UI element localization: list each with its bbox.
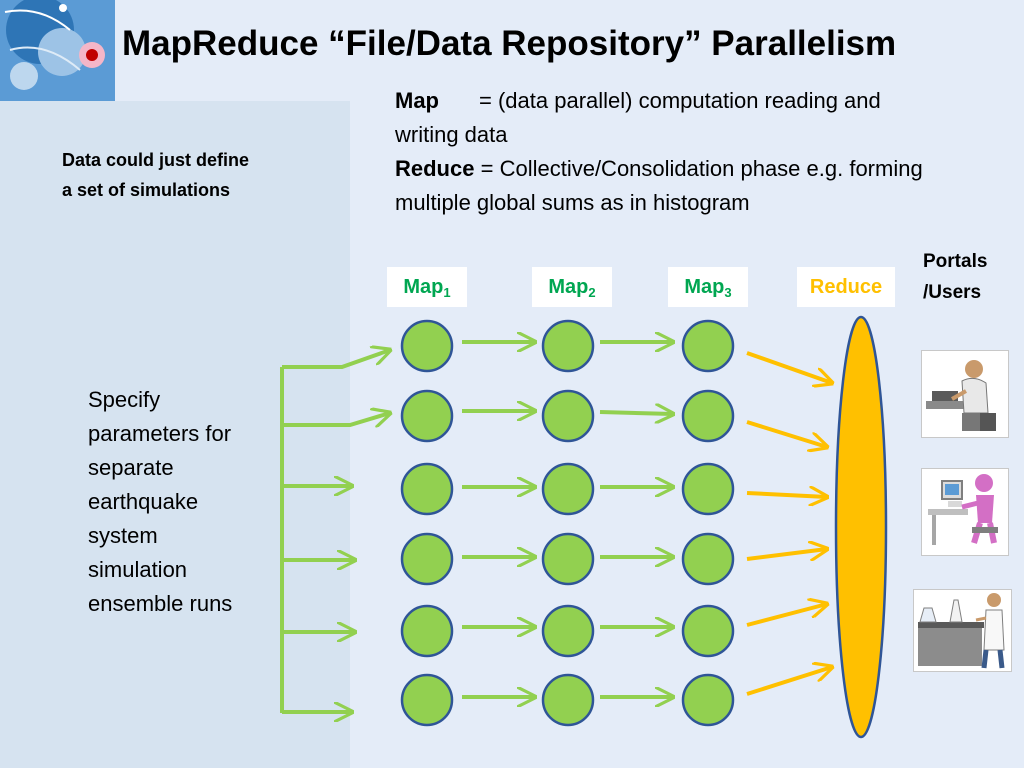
scientist-at-bench-icon (913, 589, 1012, 672)
map3-to-reduce-arrow (746, 604, 827, 627)
specify-line: separate (88, 455, 174, 480)
input-arrow-1 (282, 350, 390, 369)
map3-label-subscript: 3 (724, 285, 732, 300)
specify-line: simulation (88, 557, 188, 582)
map3-label-text: Map (684, 276, 725, 298)
map1-node (400, 532, 454, 586)
reduce-stage-label: Reduce (797, 267, 895, 307)
map2-stage-label: Map2 (532, 267, 612, 307)
map-definition-text: = (data parallel) computation reading an… (479, 88, 881, 113)
specify-line: parameters for (88, 421, 232, 446)
map2-node (541, 389, 595, 443)
map1-node (400, 673, 454, 727)
users-line: /Users (923, 282, 982, 303)
user-at-computer-icon (921, 468, 1009, 556)
slide-title: MapReduce “File/Data Repository” Paralle… (122, 24, 897, 63)
map3-to-reduce-arrow (746, 420, 827, 447)
map1-node (400, 604, 454, 658)
logo-globe-icon (0, 0, 115, 101)
map2-node (541, 532, 595, 586)
map1-stage-label: Map1 (387, 267, 467, 307)
map1-node (400, 389, 454, 443)
portals-users-label: Portals /Users (923, 246, 987, 308)
map3-to-reduce-arrow (746, 667, 832, 696)
map3-node (681, 532, 735, 586)
map2-node (541, 604, 595, 658)
map2-node (541, 673, 595, 727)
specify-parameters-note: Specify parameters for separate earthqua… (88, 383, 288, 621)
specify-line: system (88, 523, 158, 548)
simulations-note-line: Data could just define (62, 150, 250, 170)
map1-node (400, 462, 454, 516)
map3-to-reduce-arrow (746, 351, 832, 383)
reduce-term: Reduce (395, 156, 475, 181)
map-definition-continued: writing data (395, 122, 508, 147)
map2-label-text: Map (548, 276, 589, 298)
map2-node (541, 319, 595, 373)
map3-to-reduce-arrow (746, 549, 827, 559)
simulations-note: Data could just define a set of simulati… (62, 145, 249, 205)
reduce-node (834, 315, 888, 739)
map3-node (681, 319, 735, 373)
map-term: Map (395, 88, 439, 113)
portals-line: Portals (923, 251, 988, 272)
reduce-definition: Reduce = Collective/Consolidation phase … (395, 152, 1020, 186)
map2-label-subscript: 2 (588, 285, 596, 300)
map3-stage-label: Map3 (668, 267, 748, 307)
map1-label-text: Map (403, 276, 444, 298)
map2-to-map3-arrow (599, 412, 673, 414)
map-definition: Map = (data parallel) computation reading… (395, 84, 1020, 118)
specify-line: Specify (88, 387, 161, 412)
input-arrow-2 (282, 413, 390, 425)
simulations-note-line: a set of simulations (62, 180, 231, 200)
map3-node (681, 389, 735, 443)
map3-node (681, 604, 735, 658)
map1-label-subscript: 1 (443, 285, 451, 300)
left-panel-background (0, 101, 350, 768)
reduce-definition-text: = Collective/Consolidation phase e.g. fo… (480, 156, 923, 181)
map3-node (681, 462, 735, 516)
map3-to-reduce-arrow (746, 493, 827, 497)
definitions-block: Map = (data parallel) computation reading… (395, 84, 1020, 220)
map3-node (681, 673, 735, 727)
specify-line: earthquake (88, 489, 199, 514)
user-at-desk-icon (921, 350, 1009, 438)
specify-line: ensemble runs (88, 591, 233, 616)
map1-node (400, 319, 454, 373)
reduce-definition-continued: multiple global sums as in histogram (395, 190, 750, 215)
map2-node (541, 462, 595, 516)
